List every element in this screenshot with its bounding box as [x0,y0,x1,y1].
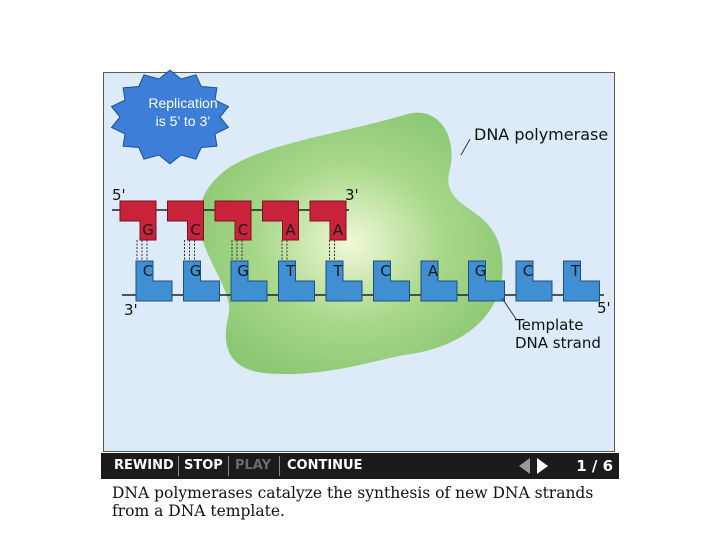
template-strand-base-label: T [285,262,296,280]
divider [228,456,229,476]
template-5-prime-label: 5' [597,299,611,317]
new-strand-nucleotide: A [262,200,299,241]
template-strand-nucleotide: A [420,260,458,302]
new-strand-nucleotide: G [119,200,157,241]
template-strand-nucleotide: C [135,260,173,302]
animation-panel: G C C A A C G G T T C A G C T 5' 3' 3' 5' DNA polymer… [103,72,615,452]
new-strand-base-label: C [190,221,200,239]
template-strand-nucleotide: G [230,260,268,302]
template-strand-base-label: G [237,262,249,280]
template-3-prime-label: 3' [124,301,138,319]
new-strand-5-prime-label: 5' [112,186,126,204]
template-strand-base-label: T [332,262,343,280]
template-strand-base-label: C [380,262,390,280]
new-strand-base-label: A [333,221,344,239]
new-strand-3-prime-label: 3' [345,186,359,204]
template-strand-nucleotide: T [325,260,363,302]
template-strand-base-label: G [475,262,487,280]
rewind-button[interactable]: REWIND [114,458,174,473]
dna-polymerase-label: DNA polymerase [474,125,608,144]
template-strand-base-label: C [523,262,533,280]
dna-polymerase-enzyme [198,112,503,374]
template-leader-line [501,297,517,320]
new-strand-nucleotide: A [309,200,347,241]
template-label-line2: DNA strand [515,334,601,352]
template-strand-nucleotide: G [468,260,505,302]
replication-direction-callout: Replication is 5’ to 3’ [110,69,230,165]
divider [279,456,280,476]
next-arrow-icon[interactable] [537,458,548,474]
new-strand-base-label: A [285,221,296,239]
template-strand-base-label: C [143,262,153,280]
replication-diagram: G C C A A C G G T T C A G C T 5' 3' 3' 5' DNA polymer… [112,112,611,374]
template-strand-nucleotide: T [278,260,315,302]
template-strand-nucleotide: C [515,260,553,302]
play-button[interactable]: PLAY [235,458,272,473]
template-strand-base-label: T [570,262,581,280]
figure-caption: DNA polymerases catalyze the synthesis o… [112,484,594,520]
new-strand-base-label: G [142,221,154,239]
template-strand-nucleotide: T [563,260,600,302]
template-label-line1: Template [514,316,583,334]
callout-line2: is 5’ to 3’ [156,113,211,129]
new-strand-nucleotide: C [214,200,252,241]
playback-controls: REWIND STOP PLAY CONTINUE 1 / 6 [101,453,619,479]
divider [178,456,179,476]
stop-button[interactable]: STOP [184,458,223,473]
new-strand-nucleotide: C [167,200,204,241]
previous-arrow-icon[interactable] [519,458,530,474]
hydrogen-bonds [136,240,335,261]
template-strand-nucleotide: C [373,260,410,302]
template-strand-base-label: A [428,262,439,280]
new-strand-base-label: C [238,221,248,239]
enzyme-leader-line [460,138,471,156]
continue-button[interactable]: CONTINUE [287,458,363,473]
callout-starburst [110,69,230,165]
template-strand-base-label: G [190,262,202,280]
template-strand-nucleotide: G [183,260,220,302]
callout-line1: Replication [148,95,217,111]
page-indicator: 1 / 6 [576,457,613,475]
